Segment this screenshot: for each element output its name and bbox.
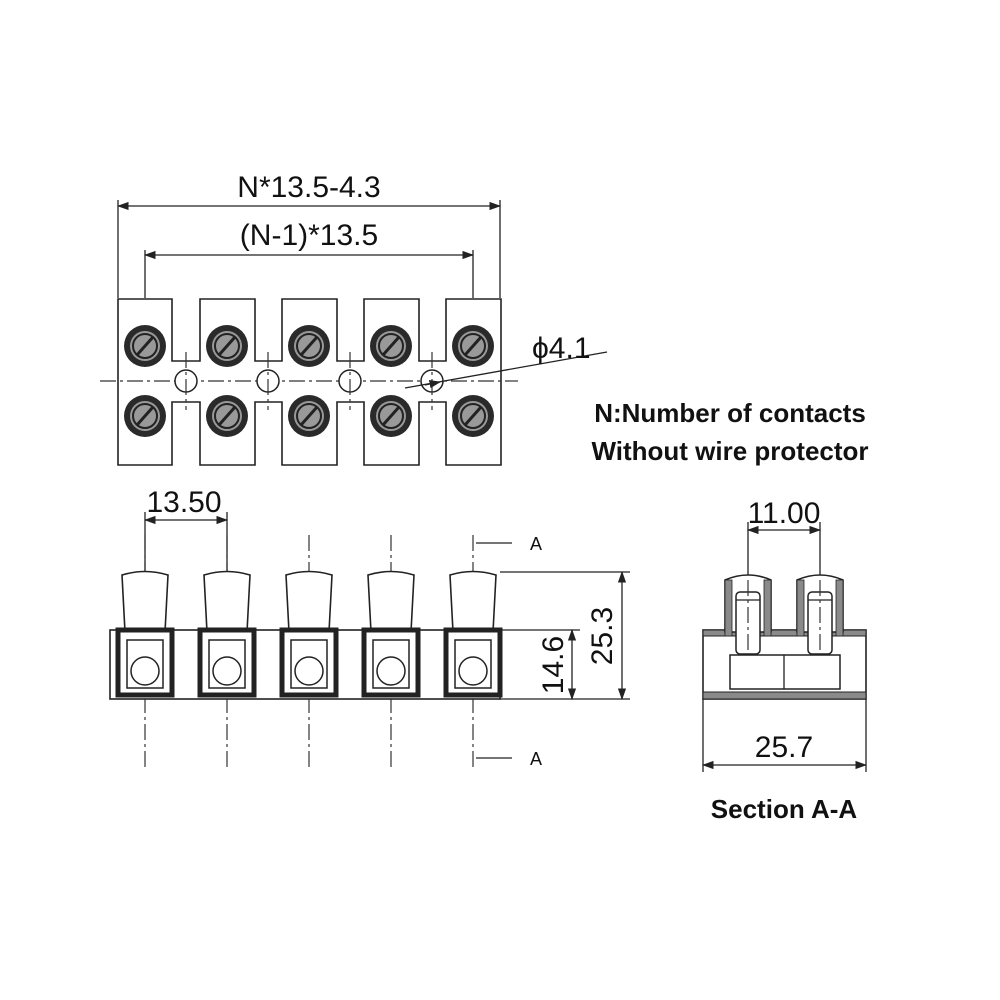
pitch-label: 13.50 <box>146 486 221 519</box>
screw-spacing-label: 11.00 <box>748 497 821 530</box>
note-wire-protector: Without wire protector <box>591 436 868 466</box>
contact-windows <box>115 627 503 698</box>
wire-entry-icon <box>115 627 175 698</box>
section-wall <box>724 579 733 637</box>
section-view: 11.00 25.7 Section A-A <box>701 497 868 824</box>
screw-icon <box>370 325 412 367</box>
section-hatch-bottom <box>702 691 867 700</box>
height-label: 25.3 <box>586 607 619 665</box>
screw-icon <box>452 395 494 437</box>
wire-entry-icon <box>361 627 421 698</box>
section-title: Section A-A <box>711 794 858 824</box>
section-wall <box>796 579 805 637</box>
screw-icon <box>370 395 412 437</box>
front-view: 13.50 A A <box>109 486 630 770</box>
wire-entry-icon <box>197 627 257 698</box>
screw-icon <box>206 395 248 437</box>
overall-width-label: N*13.5-4.3 <box>237 171 380 204</box>
section-screw-icon <box>735 580 761 668</box>
top-view: N*13.5-4.3 (N-1)*13.5 <box>100 171 608 466</box>
wire-entry-icon <box>443 627 503 698</box>
screw-icon <box>452 325 494 367</box>
note-contacts: N:Number of contacts <box>594 398 866 428</box>
width-label: 25.7 <box>755 731 813 764</box>
diameter-arrow <box>424 380 442 389</box>
section-wall <box>763 579 772 637</box>
screw-icon <box>124 325 166 367</box>
section-hatch-top <box>702 629 867 637</box>
body-height-label: 14.6 <box>537 636 570 694</box>
tower <box>203 570 251 633</box>
section-marker-bottom: A <box>530 749 542 769</box>
mounting-hole-icon <box>338 352 362 410</box>
section-wall <box>835 579 844 637</box>
tower <box>121 570 169 633</box>
pitch-span-label: (N-1)*13.5 <box>240 219 378 252</box>
screw-icon <box>288 395 330 437</box>
tower <box>285 570 333 633</box>
front-towers <box>121 570 497 633</box>
screw-icon <box>288 325 330 367</box>
screw-row-bottom <box>124 395 494 437</box>
section-marker-top: A <box>530 534 542 554</box>
screw-row-top <box>124 325 494 367</box>
mounting-hole-icon <box>256 352 280 410</box>
tower <box>449 570 497 633</box>
tower <box>367 570 415 633</box>
section-screw-icon <box>807 580 833 668</box>
screw-icon <box>124 395 166 437</box>
hole-diameter-label: ϕ4.1 <box>532 332 591 365</box>
mounting-hole-icon <box>174 352 198 410</box>
screw-icon <box>206 325 248 367</box>
section-contact <box>729 654 841 690</box>
wire-entry-icon <box>279 627 339 698</box>
